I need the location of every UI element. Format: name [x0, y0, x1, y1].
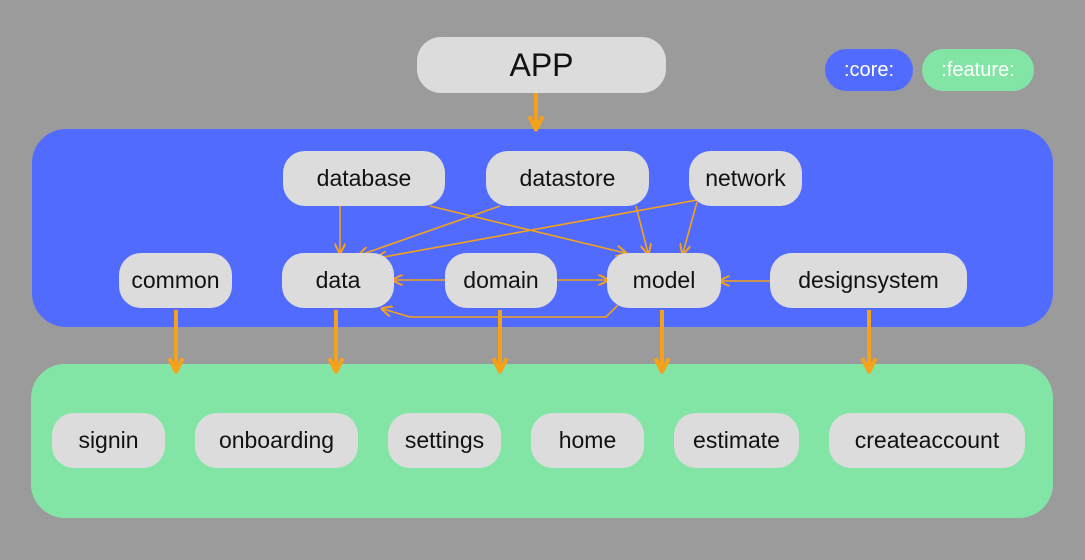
edge-datastore-data [360, 205, 501, 255]
edge-datastore-model [635, 205, 648, 253]
module-designsystem: designsystem [770, 253, 967, 308]
module-data: data [282, 253, 394, 308]
module-database: database [283, 151, 445, 206]
module-datastore: datastore [486, 151, 649, 206]
module-settings: settings [388, 413, 501, 468]
module-estimate: estimate [674, 413, 799, 468]
module-onboarding: onboarding [195, 413, 358, 468]
module-network: network [689, 151, 802, 206]
module-home: home [531, 413, 644, 468]
edge-network-model [683, 201, 698, 253]
module-domain: domain [445, 253, 557, 308]
app-node: APP [417, 37, 666, 93]
module-signin: signin [52, 413, 165, 468]
edge-network-data [378, 199, 698, 258]
legend-feature: :feature: [922, 49, 1034, 91]
module-model: model [607, 253, 721, 308]
legend-core: :core: [825, 49, 913, 91]
edge-model-data [383, 304, 619, 318]
module-common: common [119, 253, 232, 308]
edge-database-model [429, 205, 625, 253]
module-createaccount: createaccount [829, 413, 1025, 468]
